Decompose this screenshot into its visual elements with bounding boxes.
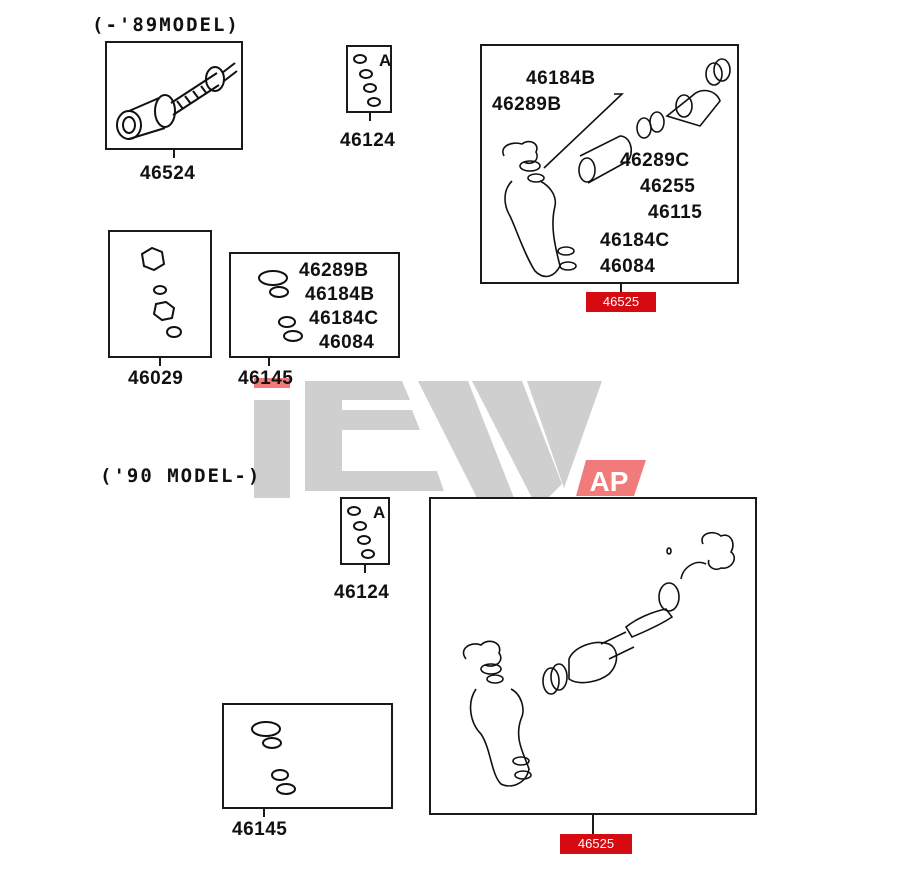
callout-46184B[interactable]: 46184B	[305, 284, 375, 305]
nut-set-drawing	[140, 246, 182, 338]
leader-line	[263, 809, 265, 817]
valve-assembly-drawing	[116, 62, 238, 140]
part-box-46124[interactable]: A	[340, 497, 390, 565]
callout-46184C[interactable]: 46184C	[600, 230, 670, 251]
part-box-46145[interactable]: 46289B 46184B 46184C 46084	[229, 252, 400, 358]
part-number-46525-highlighted[interactable]: 46525	[586, 292, 656, 312]
callout-46289B[interactable]: 46289B	[492, 94, 562, 115]
svg-text:AP: AP	[590, 466, 629, 497]
leader-line	[364, 565, 366, 573]
part-number-46525-highlighted[interactable]: 46525	[560, 834, 632, 854]
part-box-46145[interactable]	[222, 703, 393, 809]
part-number-46145[interactable]: 46145	[238, 368, 294, 389]
svg-text:A: A	[379, 51, 391, 70]
part-box-46525[interactable]	[429, 497, 757, 815]
leader-line	[592, 815, 594, 835]
gear-housing-exploded-drawing	[502, 58, 731, 278]
callout-46184C[interactable]: 46184C	[309, 308, 379, 329]
part-number-46124[interactable]: 46124	[340, 130, 396, 151]
callout-46255[interactable]: 46255	[640, 176, 696, 197]
section-label-pre89: (-'89MODEL)	[92, 14, 240, 36]
leader-line	[620, 284, 622, 292]
part-number-46524[interactable]: 46524	[140, 163, 196, 184]
part-box-46525[interactable]: 46184B 46289B 46289C 46255 46115 46184C …	[480, 44, 739, 284]
washer-set-drawing: A	[347, 503, 385, 559]
callout-46115[interactable]: 46115	[648, 202, 703, 223]
callout-46084[interactable]: 46084	[319, 332, 375, 353]
leader-line	[159, 358, 161, 366]
svg-text:A: A	[373, 503, 385, 522]
section-label-post90: ('90 MODEL-)	[100, 465, 262, 487]
ap-badge-icon: AP	[576, 460, 646, 497]
callout-46289B[interactable]: 46289B	[299, 260, 369, 281]
seal-set-drawing	[258, 270, 303, 342]
washer-set-drawing: A	[353, 51, 391, 107]
watermark-logo	[252, 378, 652, 498]
watermark-ap-badge: AP	[576, 460, 646, 497]
leader-line	[369, 113, 371, 121]
gear-housing-exploded-drawing	[462, 532, 736, 787]
part-box-46124[interactable]: A	[346, 45, 392, 113]
part-number-46029[interactable]: 46029	[128, 368, 184, 389]
callout-46184B[interactable]: 46184B	[526, 68, 596, 89]
part-box-46524[interactable]	[105, 41, 243, 150]
part-number-46124[interactable]: 46124	[334, 582, 390, 603]
leader-line	[268, 358, 270, 366]
seal-set-drawing	[251, 721, 296, 795]
icw-logo-icon	[254, 378, 602, 498]
callout-46084[interactable]: 46084	[600, 256, 656, 277]
part-number-46145[interactable]: 46145	[232, 819, 288, 840]
leader-line	[173, 150, 175, 158]
part-box-46029[interactable]	[108, 230, 212, 358]
callout-46289C[interactable]: 46289C	[620, 150, 690, 171]
